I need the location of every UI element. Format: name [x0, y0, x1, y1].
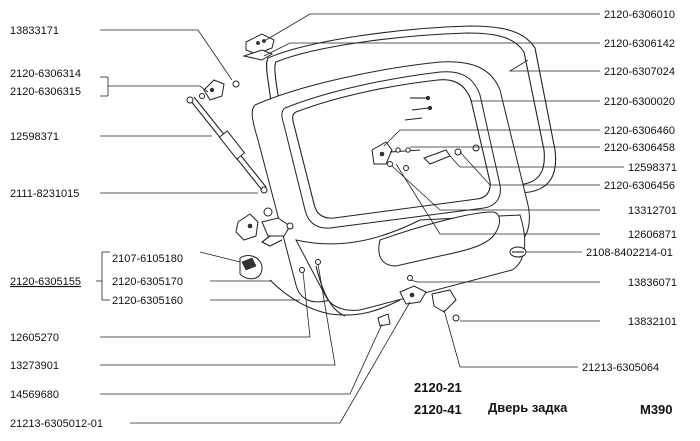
door-panel	[251, 61, 530, 311]
label-2120-6306315: 2120-6306315	[10, 86, 81, 98]
label-13273901: 13273901	[10, 360, 59, 372]
gas-strut	[186, 96, 273, 217]
label-2120-6306142: 2120-6306142	[604, 38, 675, 50]
label-21213-6305012-01: 21213-6305012-01	[10, 418, 103, 430]
lock-assembly	[235, 213, 294, 280]
label-14569680: 14569680	[10, 389, 59, 401]
label-2120-6305170: 2120-6305170	[112, 276, 183, 288]
hinge-left	[199, 79, 240, 101]
label-13833171: 13833171	[10, 25, 59, 37]
label-2120-6307024: 2120-6307024	[604, 66, 675, 78]
wiper-fittings	[371, 95, 480, 171]
label-2120-6306458: 2120-6306458	[604, 142, 675, 154]
lock-rods	[269, 259, 401, 317]
label-12606871: 12606871	[628, 229, 677, 241]
model-code-1: 2120-21	[414, 380, 462, 395]
label-2120-6305155: 2120-6305155	[10, 276, 81, 288]
license-lamp	[509, 246, 527, 258]
label-2120-6306010: 2120-6306010	[604, 9, 675, 21]
label-2107-6105180: 2107-6105180	[112, 253, 183, 265]
striker	[377, 275, 460, 327]
leader-lines	[96, 13, 624, 424]
label-2111-8231015: 2111-8231015	[10, 188, 79, 200]
label-2120-6306314: 2120-6306314	[10, 68, 81, 80]
label-13312701: 13312701	[628, 205, 677, 217]
diagram-code: M390	[640, 402, 673, 417]
label-2120-6306456: 2120-6306456	[604, 180, 675, 192]
label-13832101: 13832101	[628, 316, 677, 328]
label-12598371-left: 12598371	[10, 131, 59, 143]
label-2120-6300020: 2120-6300020	[604, 96, 675, 108]
left-labels: 13833171 2120-6306314 2120-6306315 12598…	[10, 25, 183, 430]
label-2120-6305160: 2120-6305160	[112, 295, 183, 307]
label-2120-6306460: 2120-6306460	[604, 125, 675, 137]
label-12598371-right: 12598371	[628, 162, 677, 174]
footer: 2120-21 2120-41 Дверь задка M390	[414, 380, 673, 417]
diagram-title: Дверь задка	[488, 400, 568, 415]
right-labels: 2120-6306010 2120-6306142 2120-6307024 2…	[582, 9, 677, 374]
label-13836071: 13836071	[628, 277, 677, 289]
label-21213-6305064: 21213-6305064	[582, 362, 659, 374]
parts-drawing	[186, 25, 557, 327]
model-code-2: 2120-41	[414, 402, 462, 417]
label-12605270: 12605270	[10, 332, 59, 344]
label-2108-8402214-01: 2108-8402214-01	[586, 247, 673, 259]
